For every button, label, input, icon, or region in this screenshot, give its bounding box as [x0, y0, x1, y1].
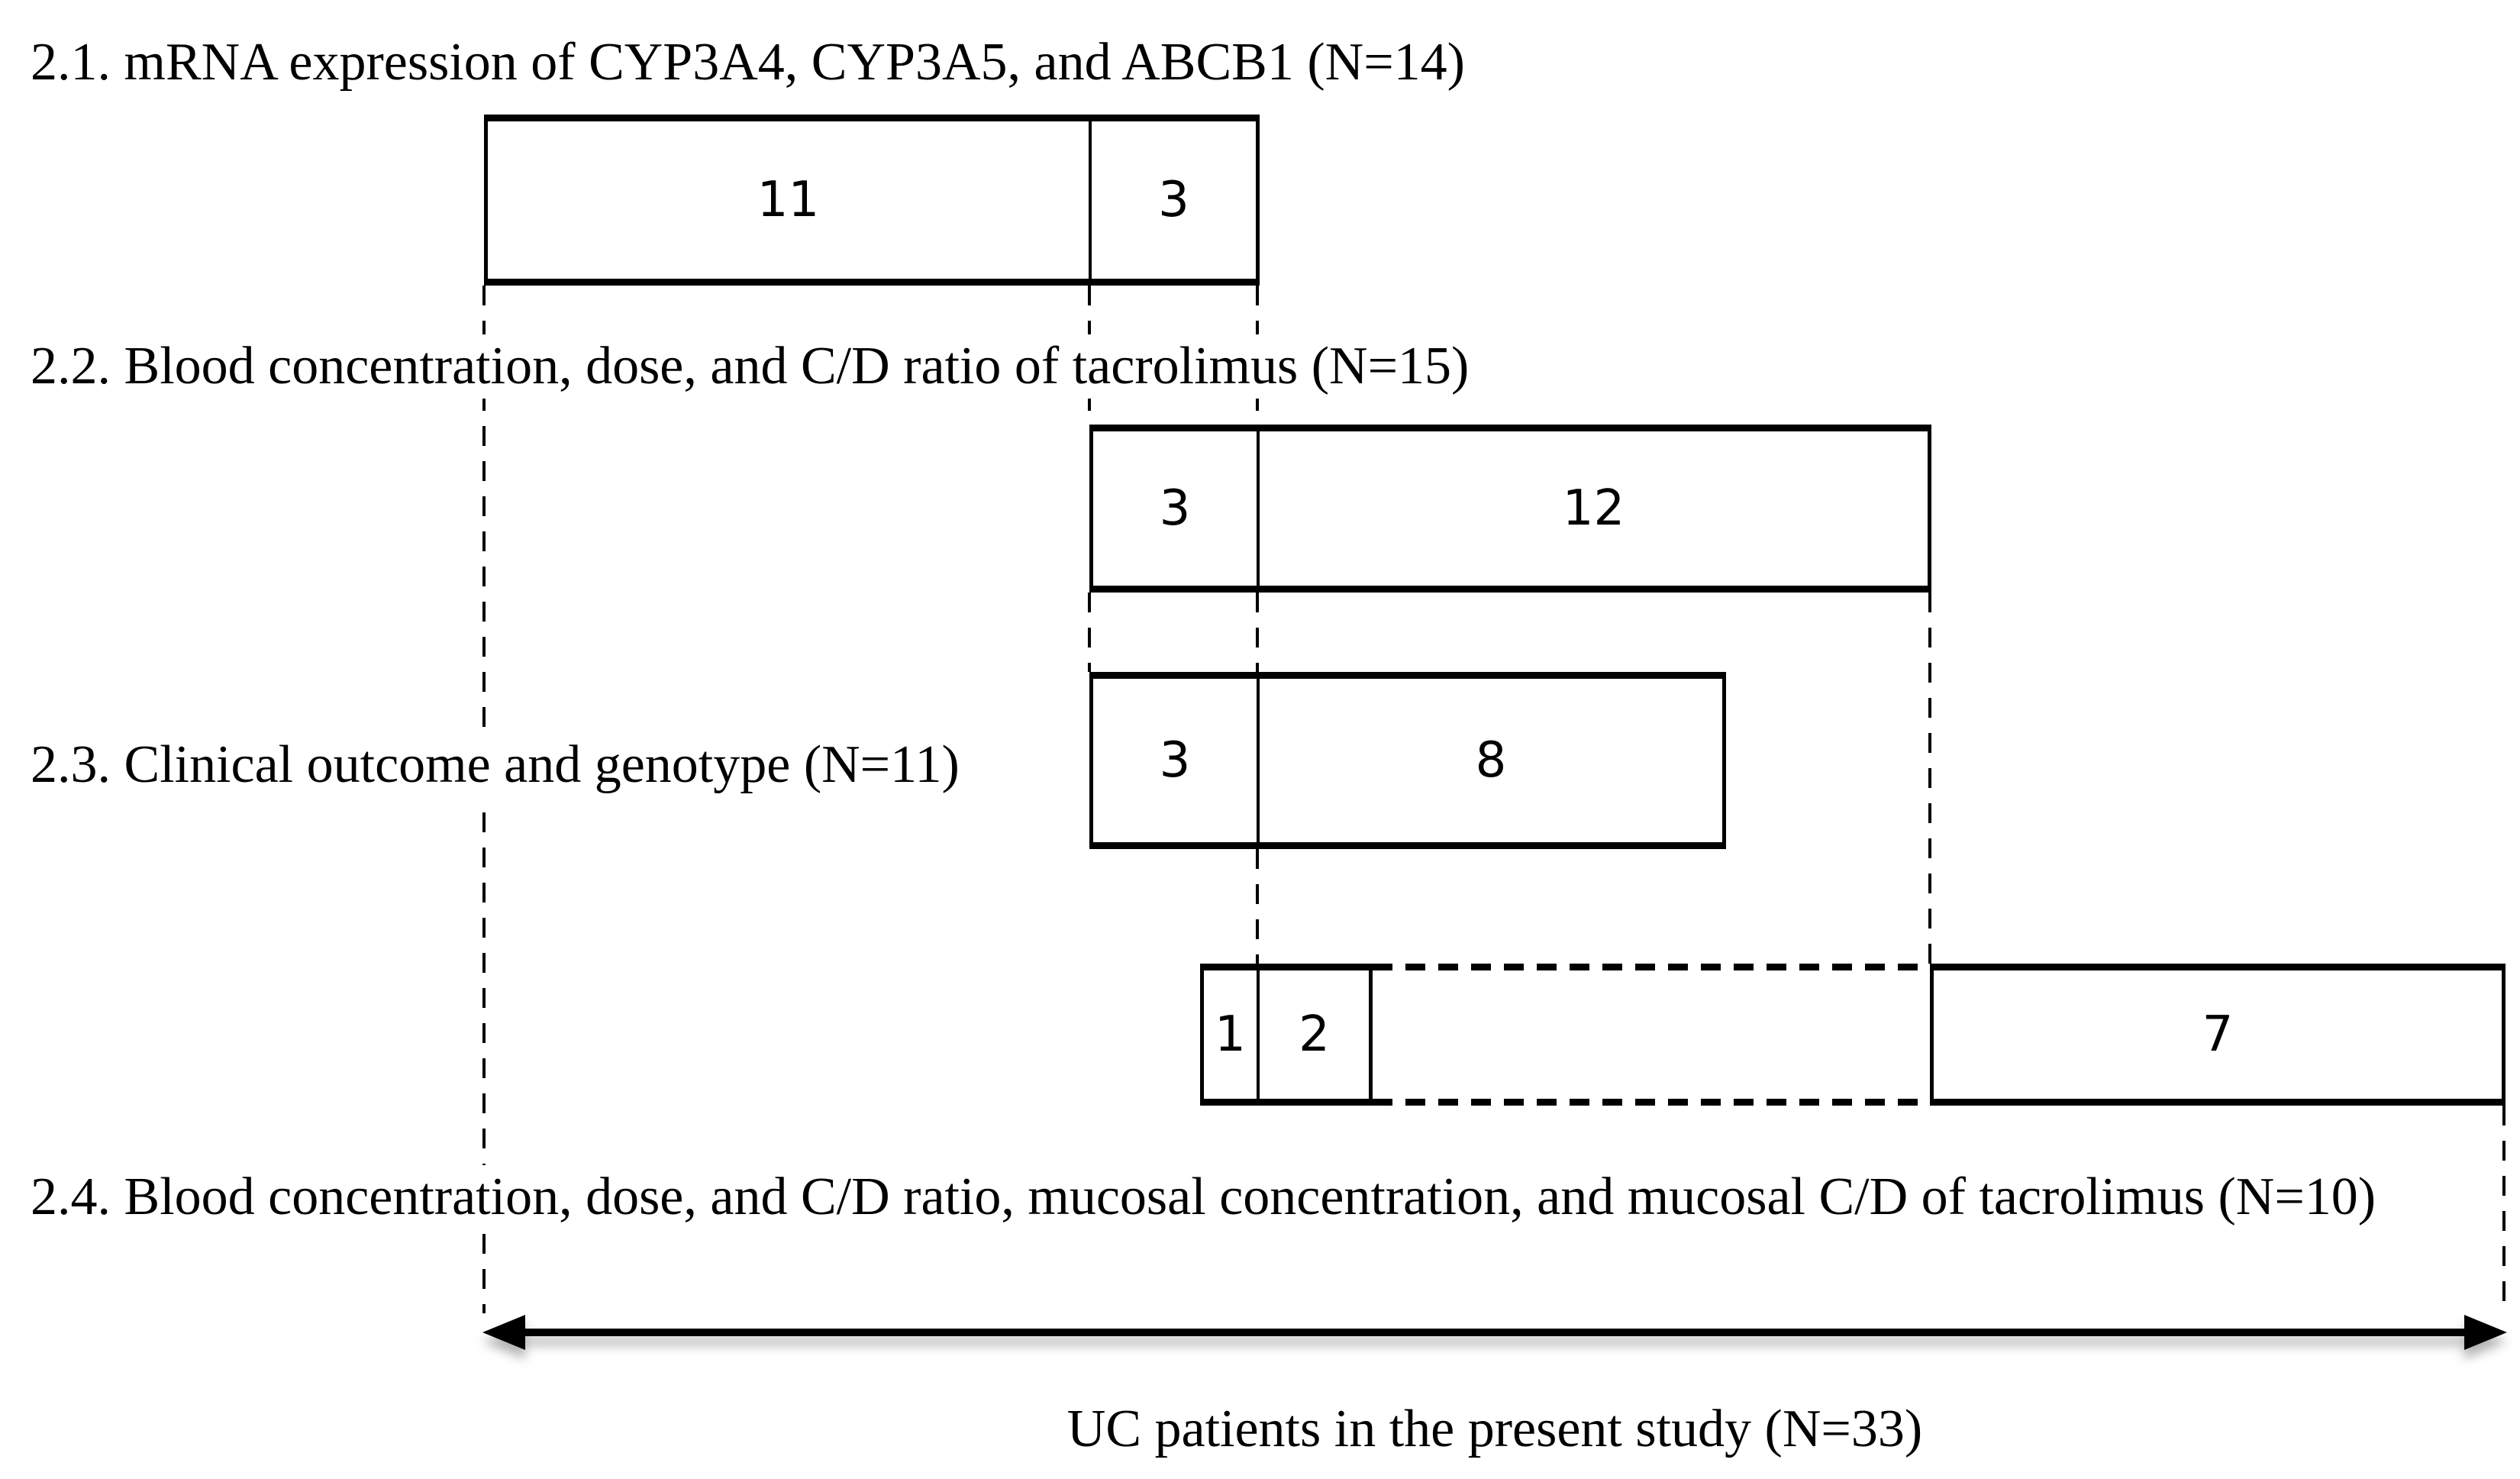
- axis-caption: UC patients in the present study (N=33): [1066, 1400, 1923, 1458]
- dashed-guide-vertical: [2502, 1106, 2505, 1313]
- segment-value: 3: [1159, 732, 1191, 789]
- section-2-4-title: 2.4. Blood concentration, dose, and C/D …: [21, 1165, 2386, 1229]
- section-2-3-bar: 3 8: [1089, 672, 1726, 849]
- segment-cell: 3: [1093, 431, 1257, 586]
- segment-cell: 11: [488, 121, 1089, 279]
- segment-cell: 3: [1093, 679, 1257, 842]
- segment-cell: 12: [1257, 431, 1928, 586]
- dashed-guide-vertical: [482, 286, 486, 1313]
- segment-cell: 2: [1257, 970, 1369, 1099]
- section-2-3-title: 2.3. Clinical outcome and genotype (N=11…: [21, 733, 969, 797]
- section-2-2-title: 2.2. Blood concentration, dose, and C/D …: [21, 334, 1479, 399]
- dashed-guide-horizontal: [1373, 964, 1930, 970]
- dashed-guide-vertical: [1256, 849, 1259, 964]
- section-2-1-title: 2.1. mRNA expression of CYP3A4, CYP3A5, …: [21, 31, 1474, 95]
- dashed-guide-vertical: [1928, 593, 1931, 964]
- segment-value: 1: [1215, 1006, 1246, 1063]
- section-2-2-bar: 3 12: [1089, 425, 1931, 593]
- arrow-line: [515, 1329, 2475, 1336]
- total-range-arrow: [482, 1307, 2507, 1358]
- section-2-4-bar-right: 7: [1930, 964, 2505, 1106]
- segment-value: 11: [757, 172, 820, 228]
- segment-cell: 7: [1934, 970, 2502, 1099]
- segment-value: 2: [1299, 1006, 1330, 1063]
- segment-value: 8: [1475, 732, 1507, 789]
- section-2-1-bar: 11 3: [484, 115, 1260, 286]
- segment-value: 3: [1159, 480, 1191, 537]
- dashed-guide-vertical: [1256, 593, 1259, 672]
- segment-value: 3: [1158, 172, 1189, 228]
- segment-cell: 1: [1204, 970, 1257, 1099]
- segment-value: 12: [1562, 480, 1625, 537]
- arrowhead-right-icon: [2464, 1315, 2507, 1350]
- segment-cell: 8: [1257, 679, 1722, 842]
- dashed-guide-vertical: [1088, 593, 1091, 672]
- section-2-4-bar-left: 1 2: [1200, 964, 1373, 1106]
- segment-value: 7: [2202, 1006, 2234, 1063]
- dashed-guide-horizontal: [1373, 1099, 1930, 1106]
- segment-cell: 3: [1089, 121, 1256, 279]
